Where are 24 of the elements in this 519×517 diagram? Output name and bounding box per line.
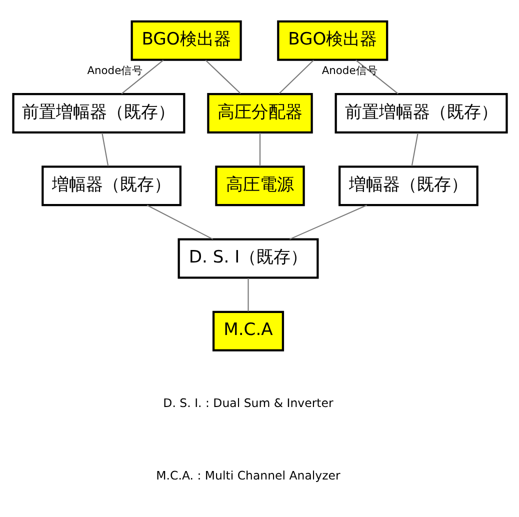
connector	[410, 132, 418, 166]
connector	[258, 132, 260, 166]
connector	[247, 278, 248, 312]
node-box: 高圧分配器	[206, 92, 312, 134]
connector	[120, 60, 164, 94]
label: D. S. I. : Dual Sum & Inverter	[162, 396, 333, 410]
edge-label: Anode信号	[321, 64, 378, 77]
node-box: 前置増幅器（既存）	[334, 92, 508, 134]
node-box: 増幅器（既存）	[338, 166, 478, 206]
node-box: 前置増幅器（既存）	[12, 92, 185, 134]
connector	[289, 204, 366, 240]
node-box: D. S. I（既存）	[177, 238, 318, 279]
node-box: 増幅器（既存）	[41, 166, 181, 206]
connector	[278, 60, 314, 94]
node-box: M.C.A	[212, 310, 284, 352]
connector	[101, 132, 108, 166]
connector	[204, 60, 240, 94]
connector	[146, 204, 213, 240]
node-box: 高圧電源	[214, 166, 304, 206]
node-box: BGO検出器	[276, 20, 388, 61]
node-box: BGO検出器	[130, 20, 242, 61]
edge-label: Anode信号	[86, 64, 143, 77]
connector	[355, 60, 398, 94]
label: M.C.A. : Multi Channel Analyzer	[156, 468, 340, 482]
